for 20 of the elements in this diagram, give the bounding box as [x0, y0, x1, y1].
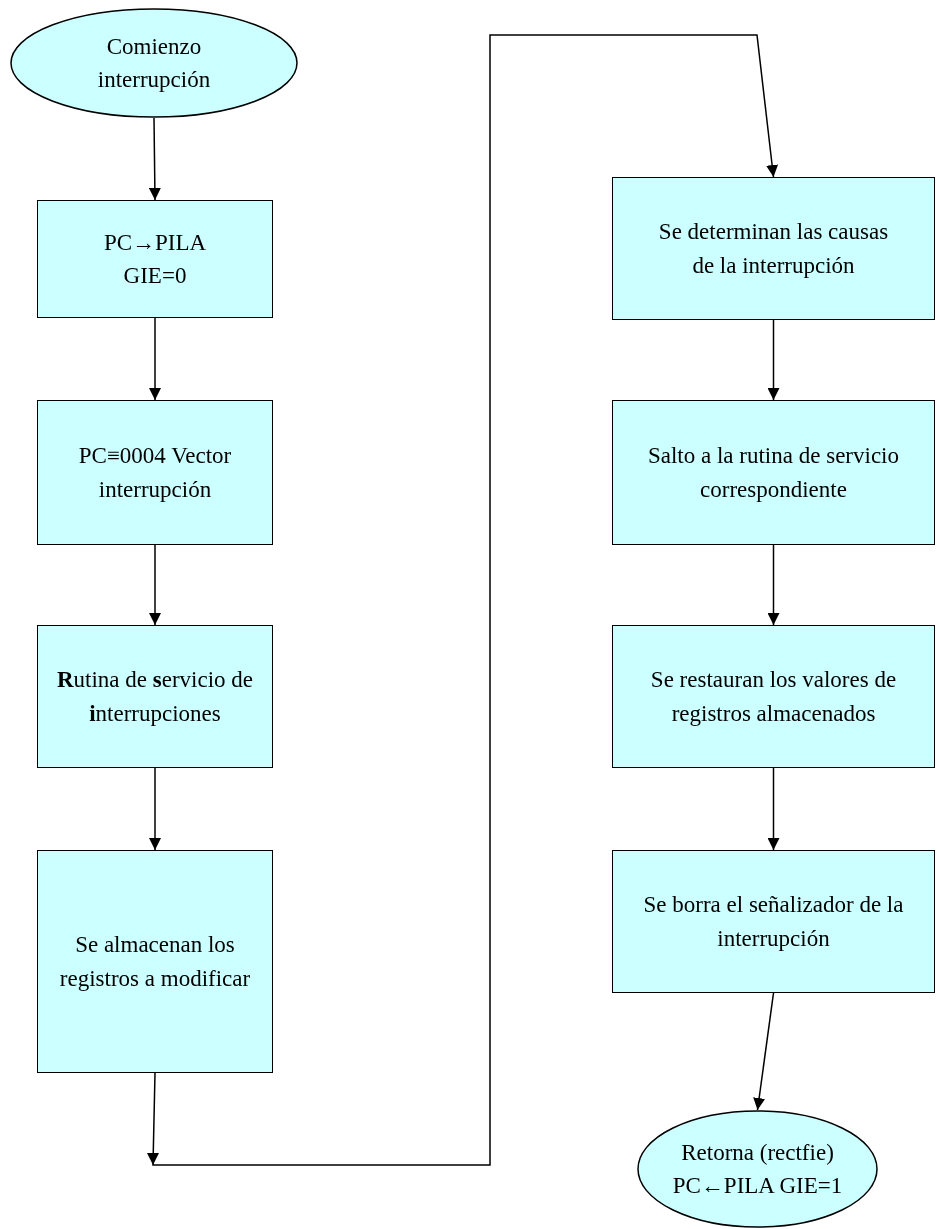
process-box	[612, 625, 935, 768]
node-label: Se borra el señalizador de la interrupción	[642, 891, 905, 953]
process-box	[612, 400, 935, 545]
process-box	[37, 400, 273, 545]
node-label: Se almacenan los registros a modificar	[58, 931, 252, 993]
process-box	[37, 200, 273, 318]
node-label: Se determinan las causas de la interrupción	[658, 218, 889, 280]
node-label: Salto a la rutina de servicio correspondiente	[647, 442, 900, 504]
node-label: PC≡0004 Vector interrupción	[77, 442, 233, 504]
process-box	[612, 177, 935, 320]
process-box	[37, 850, 273, 1073]
node-label: Comienzo interrupción	[96, 32, 212, 94]
node-label: PC→PILA GIE=0	[102, 228, 208, 290]
node-label: Retorna (rectfie) PC←PILA GIE=1	[671, 1138, 844, 1200]
process-box	[37, 625, 273, 768]
node-label: Se restauran los valores de registros almacenados	[649, 666, 898, 728]
terminal-ellipse	[10, 8, 298, 118]
node-label: Rutina de servicio de interrupciones	[55, 666, 255, 728]
process-box	[612, 850, 935, 993]
terminal-ellipse	[637, 1110, 878, 1228]
